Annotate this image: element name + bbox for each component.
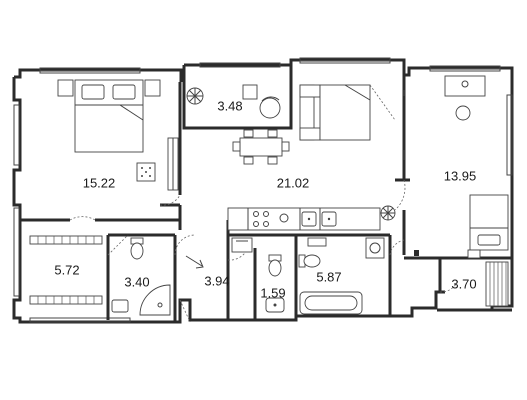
plant-icon bbox=[380, 205, 396, 221]
room-area-label: 13.95 bbox=[443, 168, 477, 184]
toilet-icon bbox=[298, 254, 321, 268]
windows bbox=[13, 57, 513, 323]
nightstand bbox=[467, 249, 481, 259]
room-area-label: 3.40 bbox=[124, 274, 150, 290]
sink-icon bbox=[111, 299, 129, 313]
column bbox=[414, 250, 419, 256]
door-swings bbox=[69, 179, 459, 323]
partition-line bbox=[369, 84, 396, 121]
desk-icon bbox=[444, 75, 486, 97]
plant-icon bbox=[186, 87, 204, 105]
room-area-label: 3.94 bbox=[204, 273, 230, 289]
room-area-label: 1.59 bbox=[260, 285, 286, 301]
toilet-icon bbox=[268, 254, 282, 277]
nightstand bbox=[57, 79, 74, 97]
chair-icon bbox=[259, 96, 281, 119]
entrance-arrow-icon bbox=[185, 255, 204, 269]
sink-icon bbox=[265, 297, 285, 313]
sink-icon bbox=[301, 211, 317, 227]
chair-icon bbox=[455, 105, 471, 121]
room-area-label: 5.72 bbox=[54, 262, 80, 278]
side-table bbox=[242, 84, 258, 100]
bed-icon bbox=[469, 194, 509, 251]
room-area-label: 21.02 bbox=[276, 175, 310, 191]
sink-icon bbox=[321, 211, 337, 227]
sink-icon bbox=[307, 237, 327, 247]
dining-table-icon bbox=[232, 129, 290, 165]
bed-icon bbox=[319, 84, 371, 141]
stove-icon bbox=[253, 211, 289, 227]
bathtub-icon bbox=[299, 291, 363, 315]
toilet-icon bbox=[130, 237, 144, 260]
shelving bbox=[485, 261, 509, 307]
bed-icon bbox=[74, 79, 144, 153]
nightstand bbox=[144, 79, 161, 97]
sofa-icon bbox=[299, 84, 321, 141]
shelving bbox=[29, 235, 103, 305]
shower-icon bbox=[139, 284, 171, 316]
table-icon bbox=[136, 162, 156, 182]
washing-machine-icon bbox=[365, 237, 385, 259]
washing-machine-icon bbox=[231, 237, 253, 253]
room-area-label: 3.48 bbox=[217, 98, 243, 114]
room-area-label: 3.70 bbox=[451, 276, 477, 292]
room-area-label: 5.87 bbox=[316, 269, 342, 285]
room-area-label: 15.22 bbox=[82, 175, 116, 191]
